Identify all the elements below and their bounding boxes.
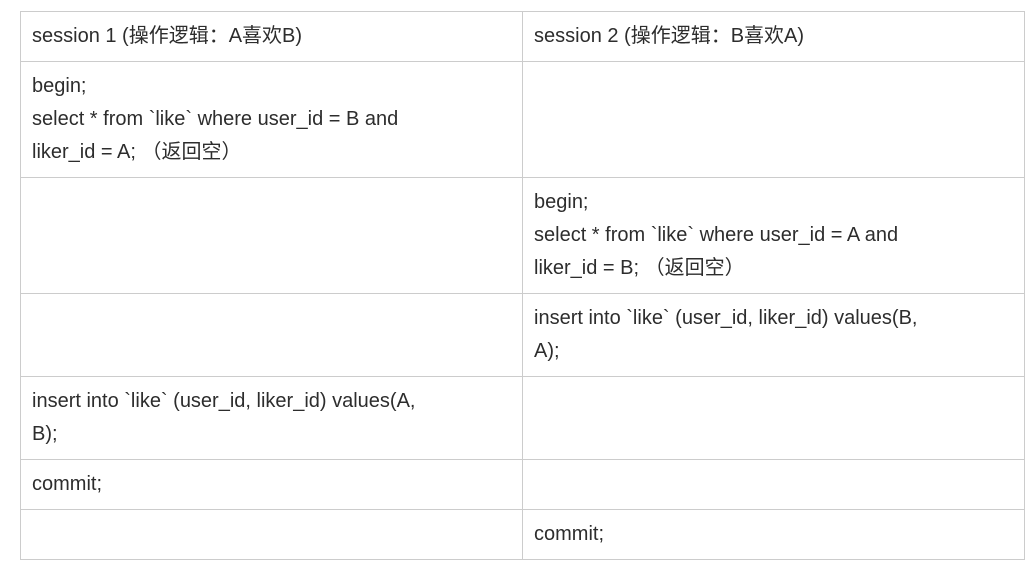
table-row: insert into `like` (user_id, liker_id) v… [20, 293, 1025, 377]
session-comparison-table: session 1 (操作逻辑：A喜欢B) session 2 (操作逻辑：B喜… [20, 11, 1025, 560]
table-row: commit; [20, 509, 1025, 560]
session1-header: session 1 (操作逻辑：A喜欢B) [20, 11, 523, 62]
cell-session1-insert: insert into `like` (user_id, liker_id) v… [20, 376, 523, 460]
cell-session2-begin-select: begin; select * from `like` where user_i… [522, 177, 1025, 294]
session2-header: session 2 (操作逻辑：B喜欢A) [522, 11, 1025, 62]
table-row: begin; select * from `like` where user_i… [20, 61, 1025, 178]
table-header-row: session 1 (操作逻辑：A喜欢B) session 2 (操作逻辑：B喜… [20, 11, 1025, 62]
cell-session1-empty [20, 293, 523, 377]
cell-session1-begin-select: begin; select * from `like` where user_i… [20, 61, 523, 178]
cell-session1-empty [20, 509, 523, 560]
table-row: begin; select * from `like` where user_i… [20, 177, 1025, 294]
cell-session2-commit: commit; [522, 509, 1025, 560]
cell-session2-empty [522, 376, 1025, 460]
cell-session2-empty [522, 459, 1025, 510]
cell-session2-empty [522, 61, 1025, 178]
table-row: insert into `like` (user_id, liker_id) v… [20, 376, 1025, 460]
cell-session1-commit: commit; [20, 459, 523, 510]
cell-session1-empty [20, 177, 523, 294]
table-row: commit; [20, 459, 1025, 510]
cell-session2-insert: insert into `like` (user_id, liker_id) v… [522, 293, 1025, 377]
